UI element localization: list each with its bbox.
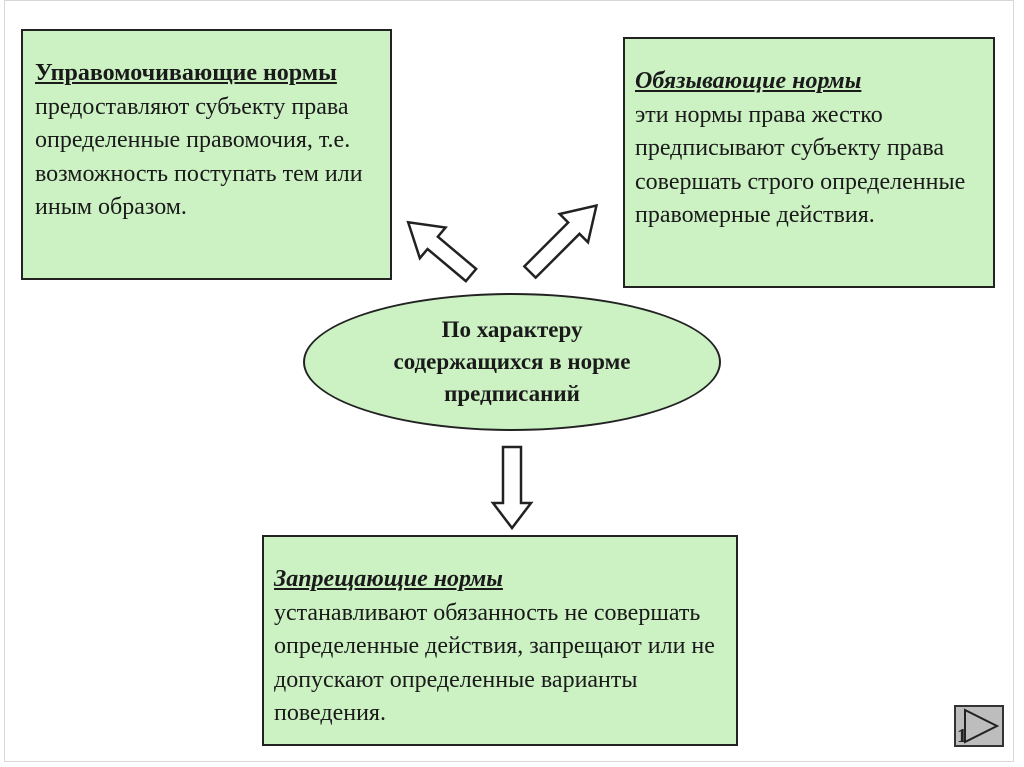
arrow-to-empowering-icon	[406, 220, 478, 283]
arrow-to-obliging-icon	[522, 203, 599, 280]
slide-frame	[4, 0, 1014, 762]
classification-label: По характеру содержащихся в норме предпи…	[393, 316, 631, 407]
empowering-norms-heading: Управомочивающие нормы	[35, 60, 337, 86]
prohibiting-norms-heading: Запрещающие нормы	[274, 566, 503, 592]
prohibiting-norms-text: устанавливают обязанность не совершать о…	[274, 599, 715, 727]
classification-ellipse: По характеру содержащихся в норме предпи…	[303, 293, 721, 431]
empowering-norms-box: Управомочивающие нормы предоставляют суб…	[21, 29, 392, 280]
arrow-to-prohibiting-icon	[490, 445, 534, 531]
obliging-norms-text: эти нормы права жестко предписывают субъ…	[635, 101, 966, 229]
obliging-norms-heading: Обязывающие нормы	[635, 68, 862, 94]
next-slide-button[interactable]: 1	[951, 704, 1007, 748]
next-slide-icon: 1	[954, 705, 1004, 747]
prohibiting-norms-box: Запрещающие нормы устанавливают обязанно…	[262, 535, 738, 746]
empowering-norms-text: предоставляют субъекту права определенны…	[35, 93, 363, 221]
page-number: 1	[957, 725, 967, 747]
obliging-norms-box: Обязывающие нормы эти нормы права жестко…	[623, 37, 995, 288]
